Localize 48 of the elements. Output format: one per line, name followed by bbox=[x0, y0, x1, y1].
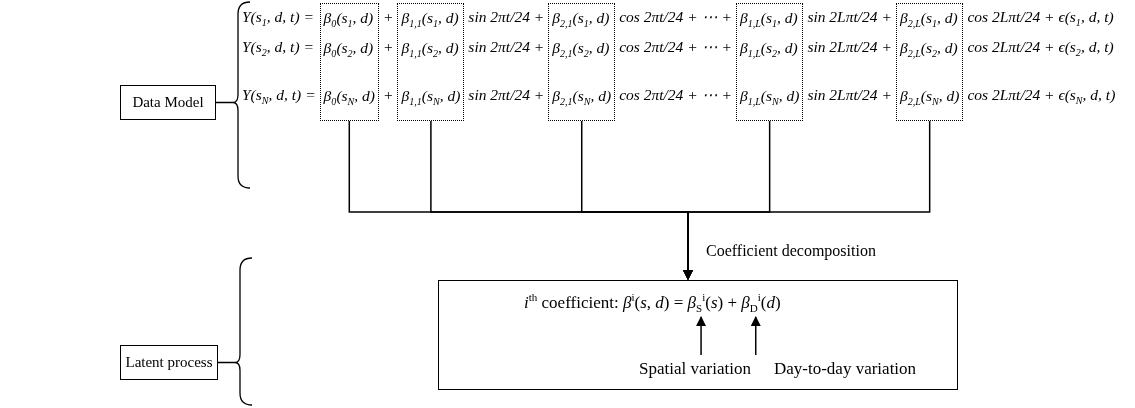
equation-text: + bbox=[382, 37, 394, 57]
coefficient-term: β$_{2,L}$(s$_{N}$, d) bbox=[899, 86, 960, 110]
equation-text: cos 2πt/24 + ⋯ + bbox=[619, 7, 732, 27]
coefficient-term: β$_{1,L}$(s$_{2}$, d) bbox=[739, 38, 799, 62]
coefficient-term: β$_{2,L}$(s$_{2}$, d) bbox=[899, 38, 959, 62]
coefficient-term: β$_{1,1}$(s$_{1}$, d) bbox=[401, 8, 460, 32]
formula-text: i$^{th}$ coefficient: β$^{i}$(s, d) = β$_{S}$$^{i}$(s) + β$_{D}$$^{i}$(d) bbox=[524, 293, 781, 313]
equation-text: cos 2Lπt/24 + ϵ(s$_{N}$, d, t) bbox=[967, 85, 1116, 109]
dotted-box bbox=[397, 3, 465, 121]
dotted-box bbox=[548, 3, 616, 121]
equation-text: sin 2πt/24 + bbox=[468, 7, 545, 27]
edge-label: Coefficient decomposition bbox=[706, 242, 876, 260]
equation-text: Y(s$_{1}$, d, t) = bbox=[242, 7, 315, 31]
equation-text: sin 2Lπt/24 + bbox=[807, 7, 892, 27]
equation-text: Y(s$_{N}$, d, t) = bbox=[242, 85, 316, 109]
coefficient-term: β$_{0}$(s$_{2}$, d) bbox=[323, 38, 375, 62]
equation-text: + bbox=[382, 85, 394, 105]
connector-arrow bbox=[683, 120, 931, 280]
label-box: Latent process bbox=[120, 345, 218, 380]
coefficient-term: β$_{1,1}$(s$_{N}$, d) bbox=[401, 86, 461, 110]
dotted-box bbox=[319, 3, 379, 121]
equation-text: sin 2πt/24 + bbox=[468, 37, 545, 57]
coefficient-term: β$_{0}$(s$_{N}$, d) bbox=[323, 86, 375, 110]
equation-text: sin 2Lπt/24 + bbox=[807, 37, 892, 57]
coefficient-term: β$_{2,1}$(s$_{2}$, d) bbox=[552, 38, 611, 62]
coefficient-term: β$_{2,L}$(s$_{1}$, d) bbox=[899, 8, 959, 32]
equation-text: cos 2πt/24 + ⋯ + bbox=[619, 37, 732, 57]
equation-text: cos 2Lπt/24 + ϵ(s$_{1}$, d, t) bbox=[967, 7, 1115, 31]
coefficient-term: β$_{2,1}$(s$_{1}$, d) bbox=[552, 8, 611, 32]
equation-text: Y(s$_{2}$, d, t) = bbox=[242, 37, 315, 61]
dotted-box bbox=[895, 3, 964, 121]
equation-text: cos 2πt/24 + ⋯ + bbox=[619, 85, 732, 105]
coefficient-term: β$_{1,1}$(s$_{2}$, d) bbox=[401, 38, 460, 62]
equation-text: sin 2Lπt/24 + bbox=[807, 85, 892, 105]
equation-text: sin 2πt/24 + bbox=[468, 85, 545, 105]
equation-text: cos 2Lπt/24 + ϵ(s$_{2}$, d, t) bbox=[967, 37, 1115, 61]
coefficient-term: β$_{0}$(s$_{1}$, d) bbox=[323, 8, 375, 32]
coefficient-term: β$_{1,L}$(s$_{N}$, d) bbox=[739, 86, 800, 110]
dotted-box bbox=[735, 3, 804, 121]
annotation-text: Spatial variation bbox=[639, 359, 751, 379]
coefficient-term: β$_{2,1}$(s$_{N}$, d) bbox=[552, 86, 612, 110]
label-box: Data Model bbox=[120, 85, 216, 120]
coefficient-term: β$_{1,L}$(s$_{1}$, d) bbox=[739, 8, 799, 32]
annotation-text: Day-to-day variation bbox=[774, 359, 917, 379]
equation-text: + bbox=[382, 7, 394, 27]
arrow bbox=[750, 316, 761, 356]
process-box bbox=[438, 280, 958, 390]
arrow bbox=[696, 316, 707, 356]
